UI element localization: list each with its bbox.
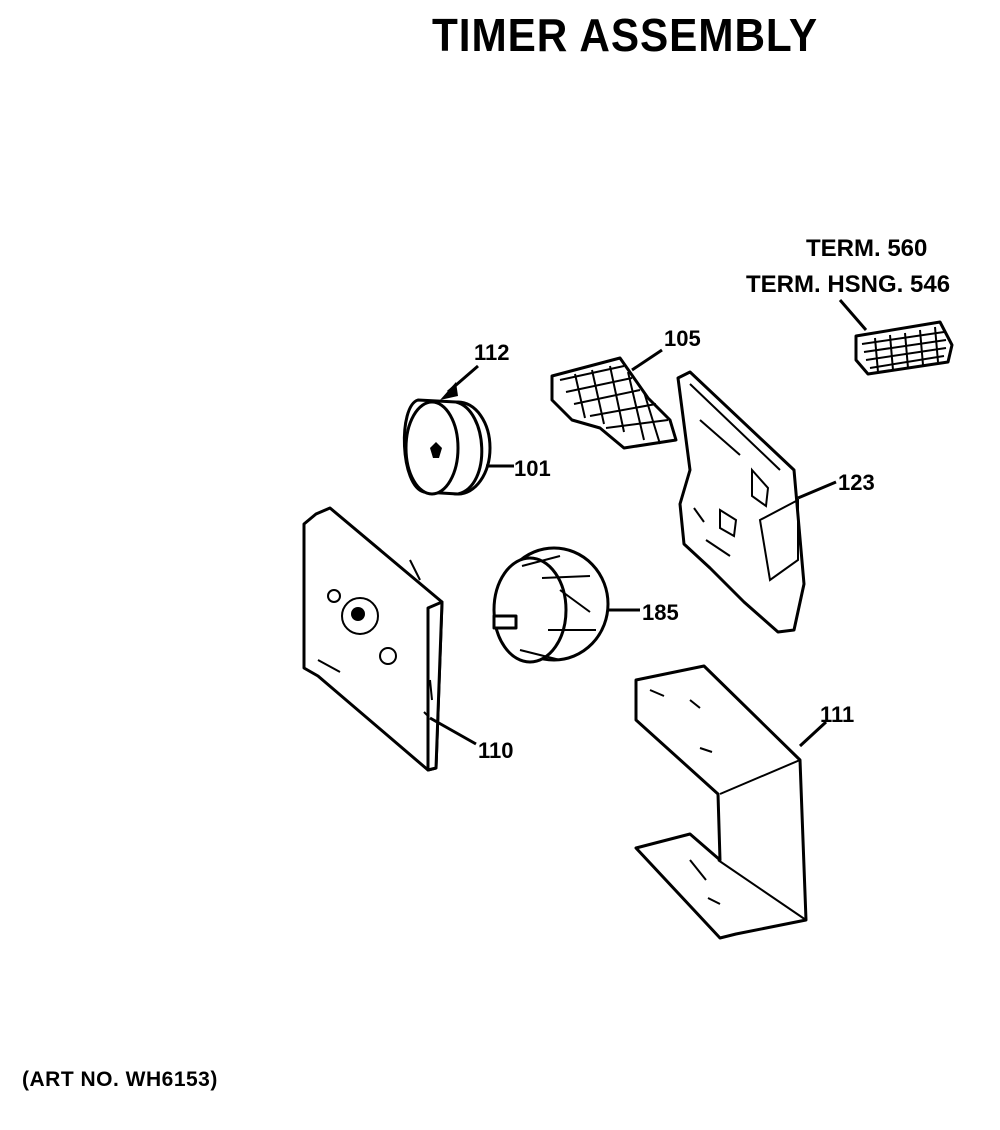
leader-term xyxy=(838,299,868,331)
arrow-112 xyxy=(440,382,458,400)
part-110-plate xyxy=(302,506,444,772)
label-123: 123 xyxy=(838,470,875,495)
label-101: 101 xyxy=(514,456,551,481)
part-185-cam xyxy=(492,546,610,664)
terminal-housing-part xyxy=(854,320,954,376)
diagram-title: TIMER ASSEMBLY xyxy=(432,9,818,61)
label-110: 110 xyxy=(478,738,514,763)
label-term-560: TERM. 560 xyxy=(806,235,927,262)
label-105: 105 xyxy=(664,326,701,351)
part-111-bracket xyxy=(634,664,808,940)
part-123-bracket xyxy=(676,370,806,634)
label-term-hsng-546: TERM. HSNG. 546 xyxy=(746,271,950,298)
leader-110 xyxy=(429,716,477,746)
label-185: 185 xyxy=(642,600,679,625)
leader-111 xyxy=(798,720,828,748)
label-112: 112 xyxy=(474,340,510,365)
part-101-motor xyxy=(402,398,492,496)
label-111: 111 xyxy=(820,702,854,727)
art-number: (ART NO. WH6153) xyxy=(22,1068,218,1091)
leader-123 xyxy=(797,480,837,500)
leader-105 xyxy=(631,348,663,372)
part-105-connector xyxy=(550,356,678,450)
